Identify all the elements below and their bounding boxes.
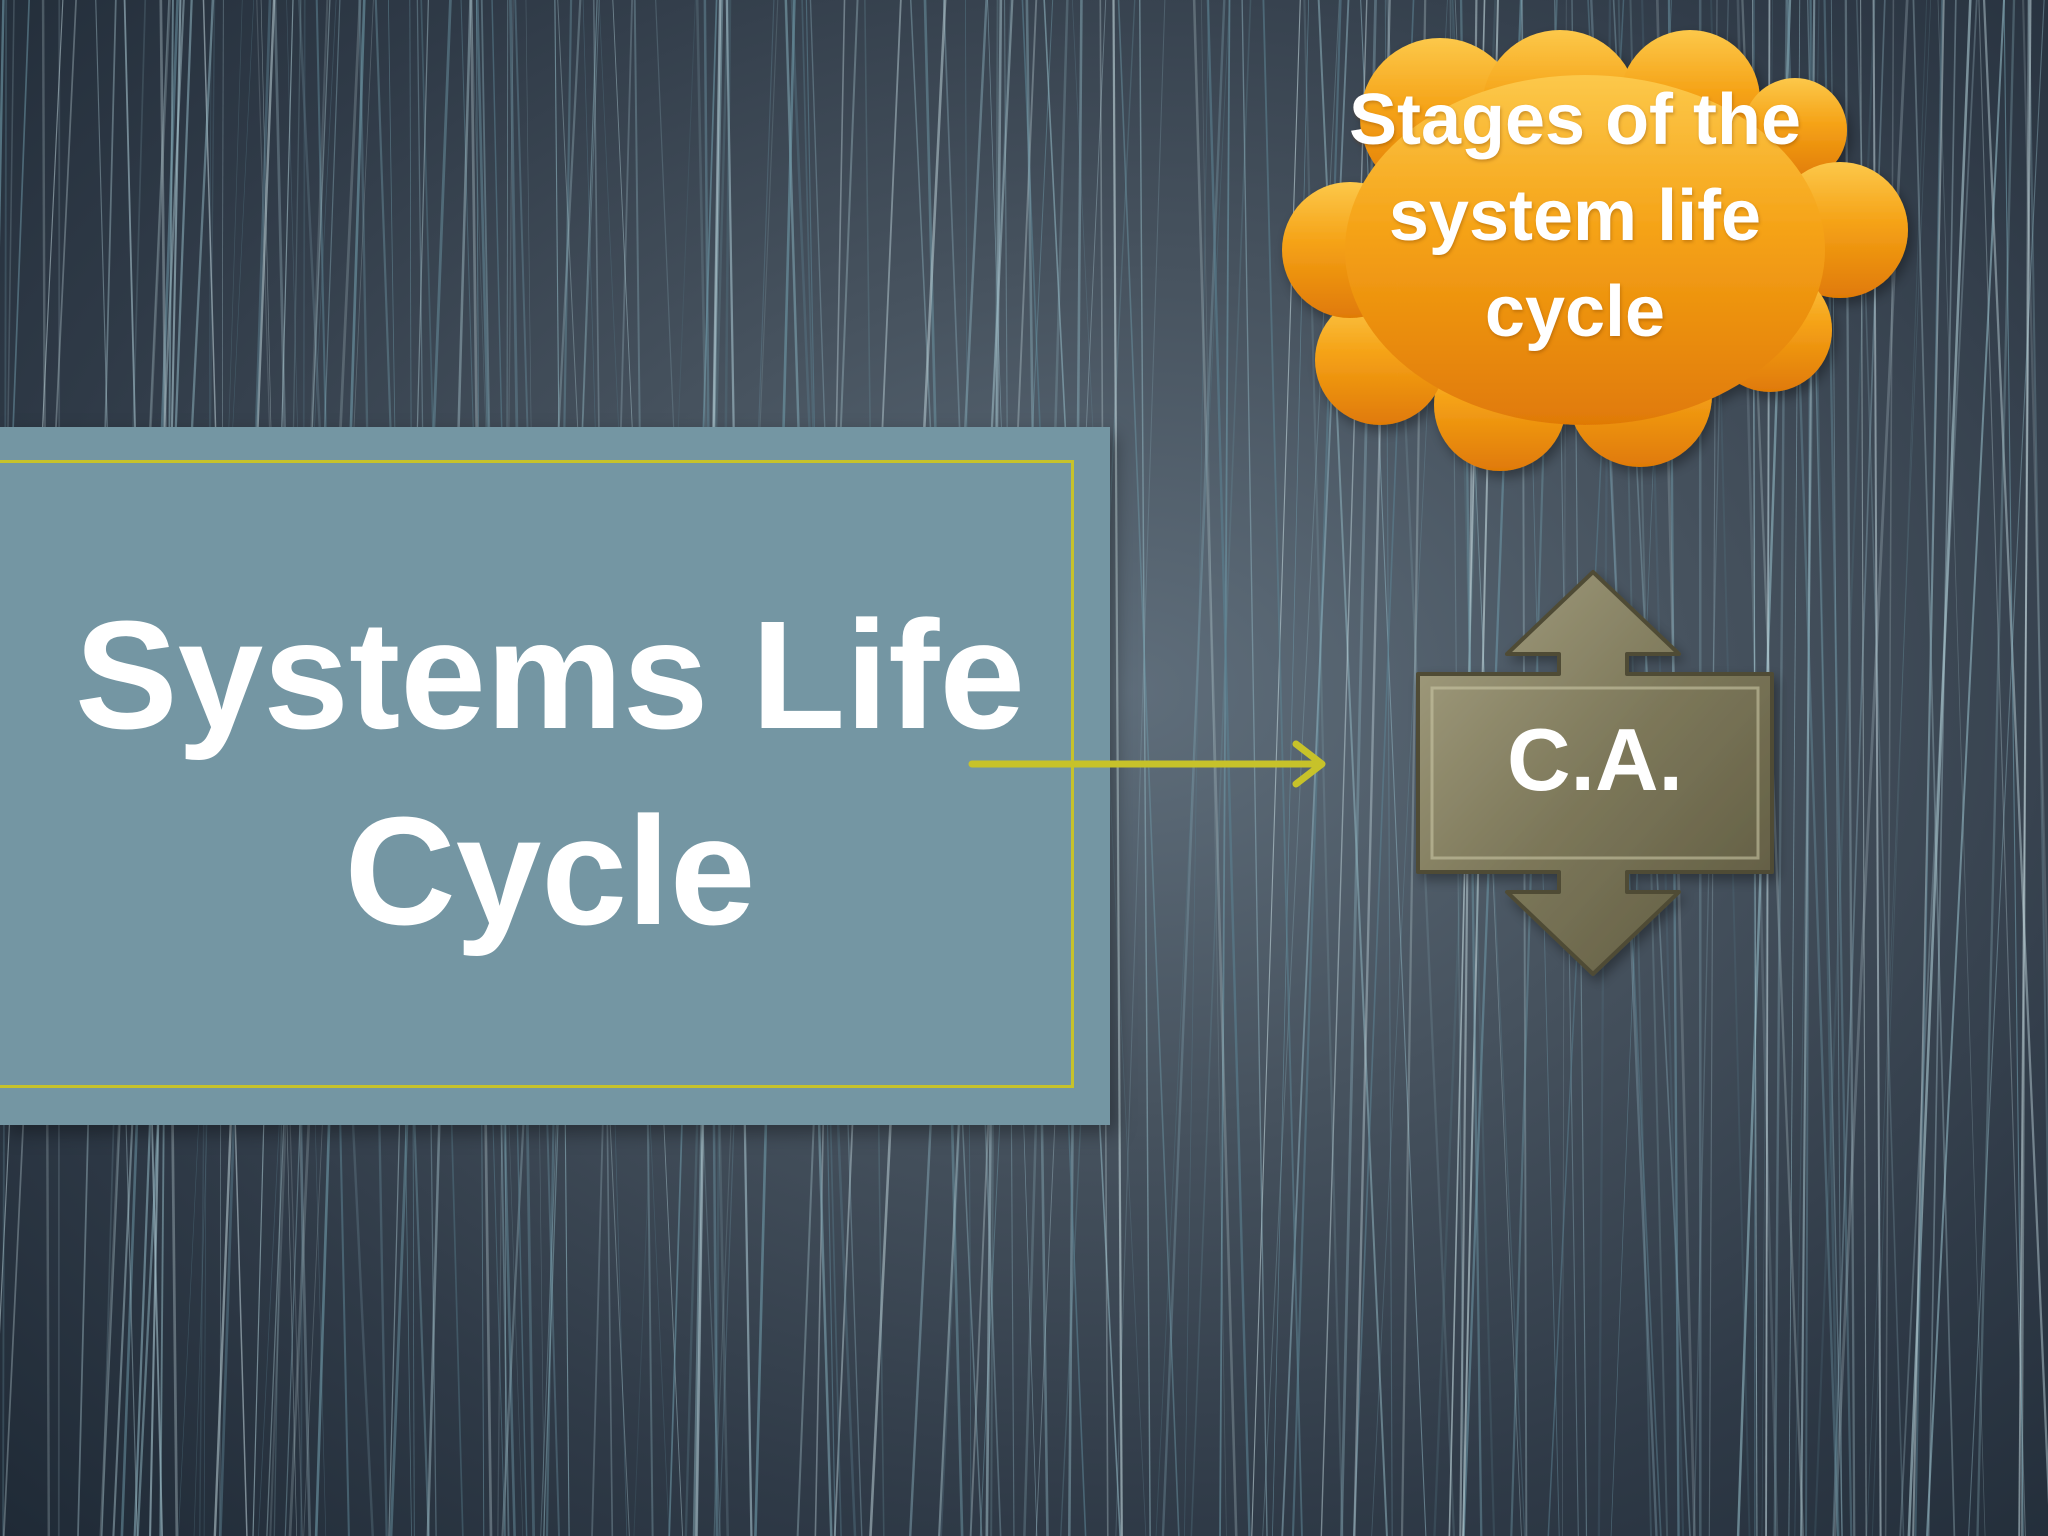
up-down-arrow-callout-shape (1416, 570, 1774, 976)
title-box: Systems Life Cycle (0, 427, 1110, 1125)
title-box-border (0, 460, 1074, 1088)
slide-title: Systems Life Cycle (74, 589, 1026, 957)
arrow-box-label: C.A. (1507, 710, 1683, 809)
cloud-callout-shape (1282, 30, 1908, 471)
right-arrow-icon (968, 740, 1326, 788)
cloud-label: Stages of the system life cycle (1348, 80, 1802, 352)
